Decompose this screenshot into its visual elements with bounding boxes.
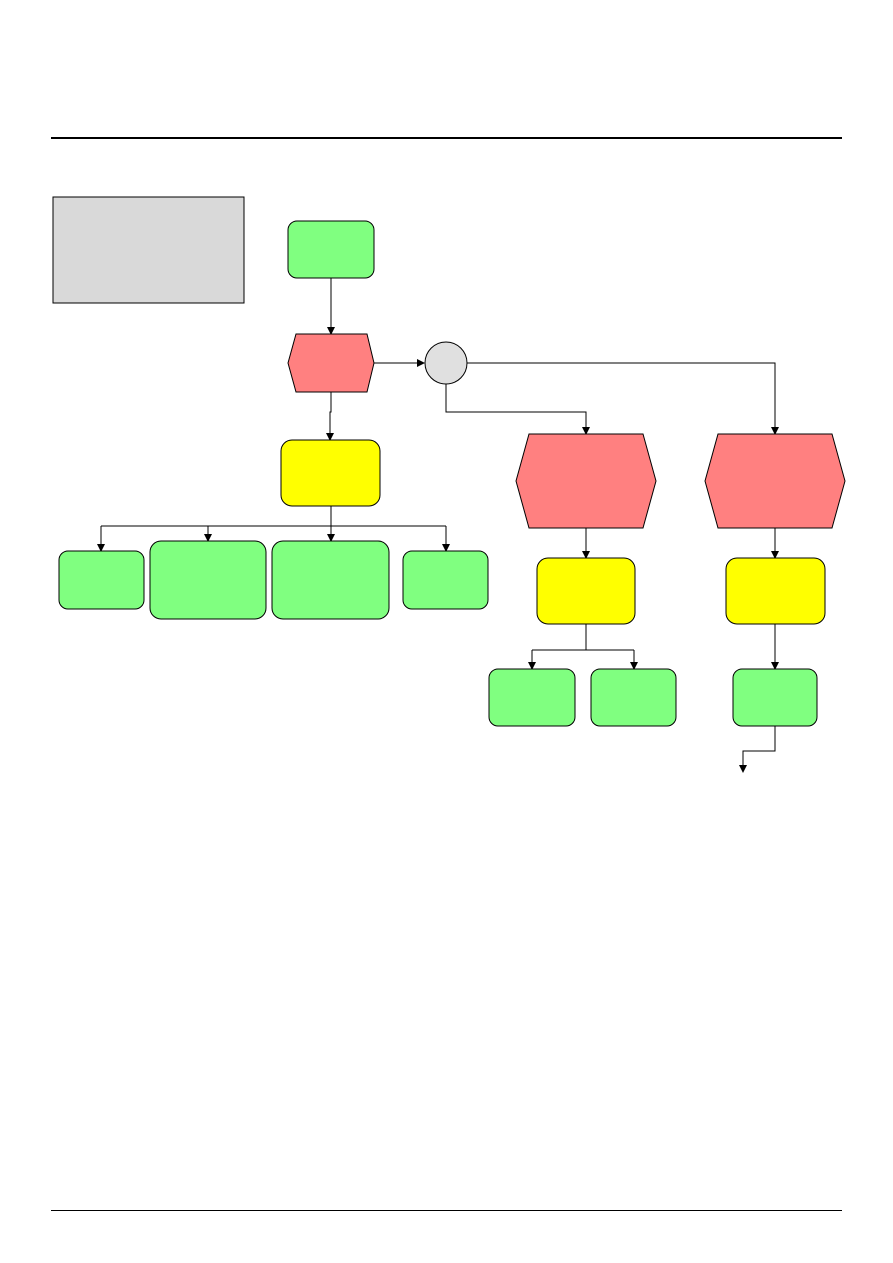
- event-a1: [58, 550, 145, 610]
- functions: [280, 439, 826, 625]
- function-c: [725, 557, 826, 625]
- legend-box: [52, 196, 245, 304]
- header-rule: [51, 137, 842, 139]
- connectors: [97, 278, 779, 773]
- event-a3: [271, 540, 390, 620]
- function-b: [536, 557, 636, 625]
- xor-connector: [424, 341, 468, 385]
- process-b: [515, 433, 657, 529]
- footer-rule: [51, 1210, 842, 1211]
- edge-process-to-function: [326, 392, 334, 441]
- process-c: [704, 433, 846, 529]
- edge-c1-out: [739, 726, 776, 773]
- process-main: [287, 333, 375, 393]
- process-interfaces: [287, 333, 846, 529]
- function-main: [280, 439, 381, 507]
- event-b1: [488, 668, 576, 727]
- start-event: [287, 220, 375, 279]
- edge-xor-to-process-b: [445, 384, 590, 435]
- event-b2: [590, 668, 677, 727]
- event-a2: [149, 540, 267, 620]
- event-a4: [402, 550, 489, 610]
- edge-xor-to-process-c: [467, 362, 779, 435]
- events: [58, 220, 818, 727]
- event-c1: [732, 668, 818, 727]
